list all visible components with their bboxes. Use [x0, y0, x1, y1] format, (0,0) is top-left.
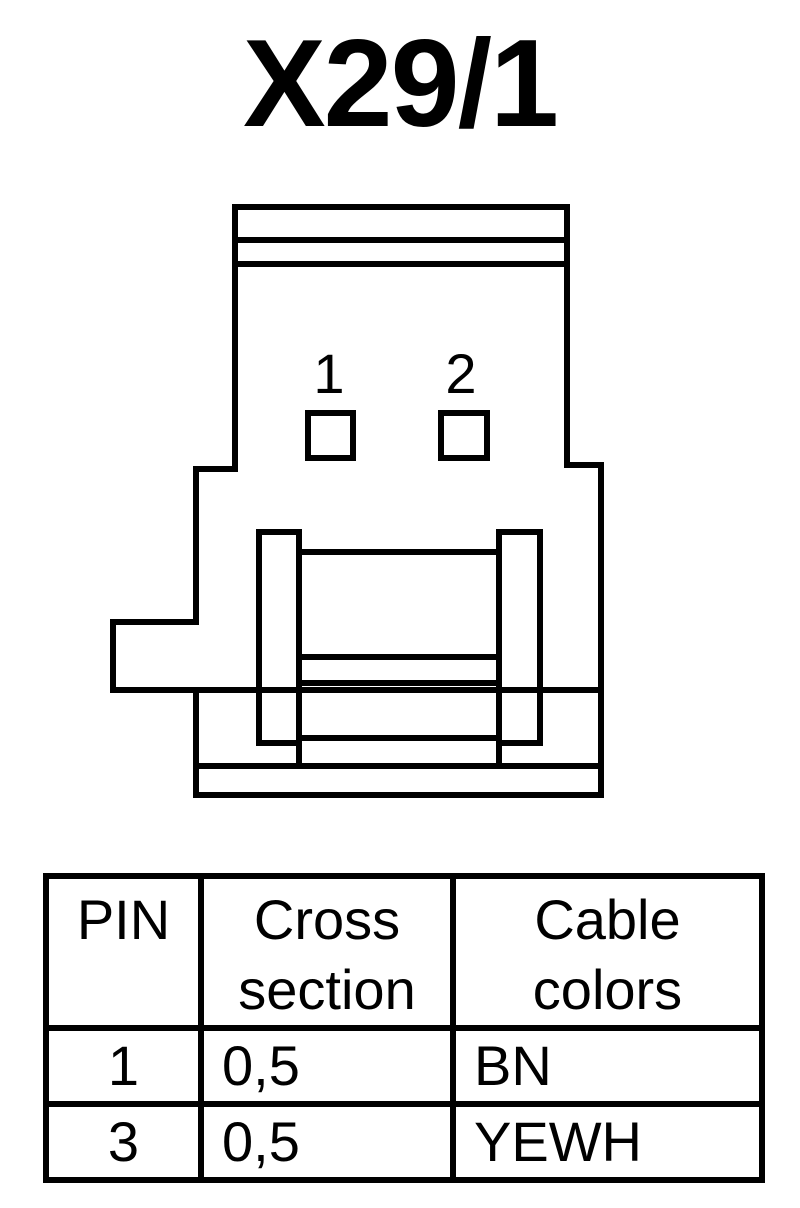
- pin-cavity-1: [305, 410, 356, 461]
- cell-pin: 1: [43, 1025, 204, 1107]
- cell-pin: 3: [43, 1101, 204, 1183]
- pin-assignment-table: PIN Cross section Cable colors 1 0,5 BN …: [43, 873, 765, 1183]
- header-cable-colors: Cable colors: [450, 873, 765, 1031]
- pin-label-1: 1: [313, 342, 344, 405]
- header-pin: PIN: [43, 873, 204, 1031]
- table-row: 3 0,5 YEWH: [43, 1101, 765, 1183]
- cell-cable-color: YEWH: [450, 1101, 765, 1183]
- connector-title: X29/1: [242, 15, 559, 153]
- cell-cross-section: 0,5: [198, 1025, 456, 1107]
- cell-cable-color: BN: [450, 1025, 765, 1107]
- header-cross-section: Cross section: [198, 873, 456, 1031]
- latch-post-right: [496, 529, 543, 746]
- pin-cavity-2: [438, 410, 490, 461]
- table-row: 1 0,5 BN: [43, 1025, 765, 1107]
- cell-cross-section: 0,5: [198, 1101, 456, 1183]
- connector-housing-outline: [110, 204, 604, 798]
- pin-label-2: 2: [445, 342, 476, 405]
- latch-post-left: [256, 529, 302, 746]
- connector-diagram: 1 2: [110, 204, 604, 798]
- table-header-row: PIN Cross section Cable colors: [43, 873, 765, 1031]
